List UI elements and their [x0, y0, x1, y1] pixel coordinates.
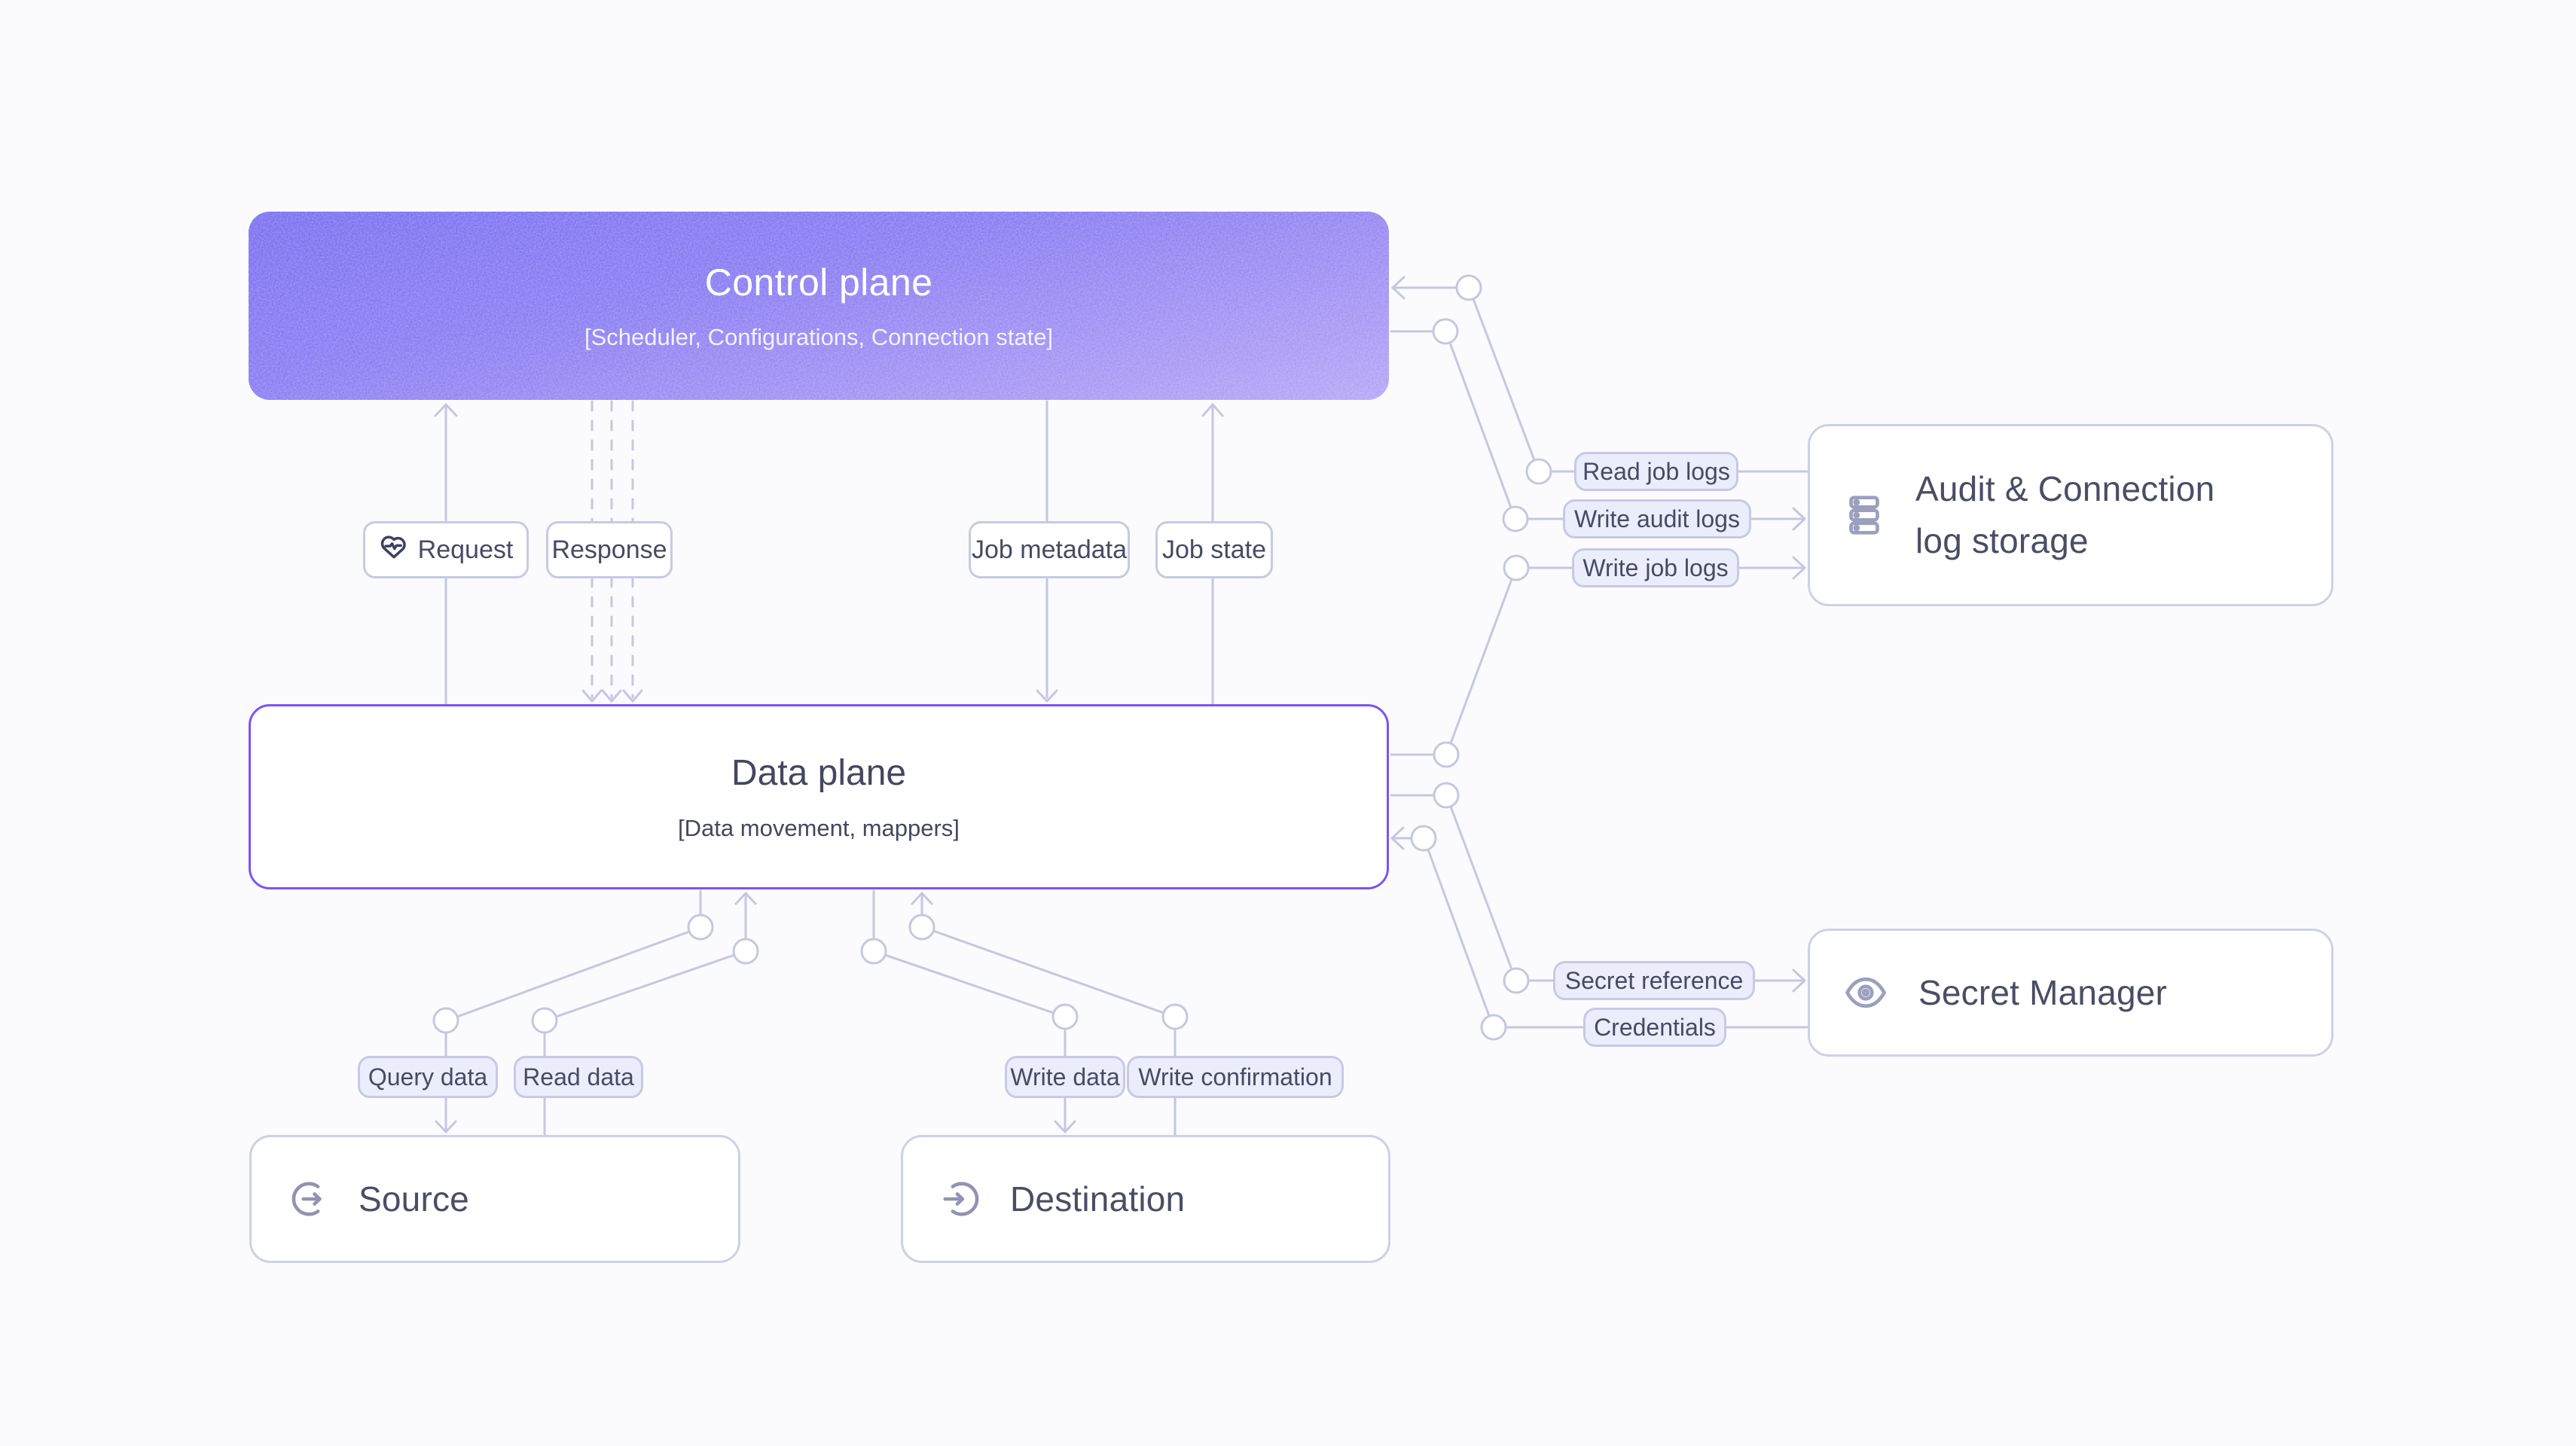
destination-node: Destination	[901, 1135, 1390, 1263]
source-export-icon	[288, 1177, 331, 1221]
edge-label-text: Response	[551, 535, 667, 564]
control-plane-subtitle: [Scheduler, Configurations, Connection s…	[584, 324, 1054, 350]
connector-write-confirmation	[911, 892, 1177, 1136]
secret-manager-title: Secret Manager	[1918, 973, 2168, 1012]
database-stack-icon	[1843, 492, 1885, 538]
source-node: Source	[249, 1135, 740, 1263]
data-plane-node: Data plane [Data movement, mappers]	[249, 704, 1389, 889]
connector-response	[591, 400, 634, 699]
edge-label-response: Response	[546, 521, 673, 578]
edge-label-text: Job state	[1162, 535, 1266, 564]
edge-label-text: Secret reference	[1564, 966, 1744, 994]
data-plane-title: Data plane	[731, 752, 907, 793]
secret-manager-node: Secret Manager	[1808, 929, 2333, 1057]
audit-log-storage-title: Audit & Connection log storage	[1915, 469, 2215, 560]
edge-label-write-confirmation: Write confirmation	[1127, 1056, 1344, 1098]
heart-pulse-icon	[379, 532, 409, 569]
edge-label-write-job-logs: Write job logs	[1572, 548, 1739, 587]
edge-label-write-data: Write data	[1005, 1056, 1125, 1098]
edge-label-read-job-logs: Read job logs	[1574, 452, 1738, 491]
edge-label-text: Credentials	[1594, 1013, 1716, 1041]
edge-label-text: Write data	[1010, 1063, 1120, 1091]
source-title: Source	[359, 1179, 469, 1219]
audit-log-storage-node: Audit & Connection log storage	[1808, 424, 2333, 606]
edge-label-query-data: Query data	[358, 1056, 498, 1098]
connector-read-data	[543, 892, 757, 1136]
edge-label-job-state: Job state	[1155, 521, 1273, 578]
edge-label-secret-reference: Secret reference	[1553, 961, 1755, 1000]
edge-label-request: Request	[363, 521, 529, 578]
edge-label-text: Read data	[523, 1063, 634, 1091]
junction-dots	[432, 274, 1552, 1041]
noise-texture	[249, 212, 1389, 400]
edge-label-credentials: Credentials	[1583, 1008, 1726, 1047]
destination-title: Destination	[1010, 1179, 1186, 1219]
edge-label-text: Query data	[368, 1063, 488, 1091]
edge-label-text: Write confirmation	[1138, 1063, 1332, 1091]
control-plane-title: Control plane	[704, 261, 933, 304]
edge-label-job-metadata: Job metadata	[969, 521, 1130, 578]
edge-label-text: Job metadata	[971, 535, 1128, 564]
destination-import-icon	[939, 1177, 983, 1221]
edge-label-write-audit-logs: Write audit logs	[1563, 499, 1751, 538]
edge-label-text: Write job logs	[1583, 554, 1729, 581]
eye-icon	[1843, 970, 1888, 1015]
control-plane-node: Control plane [Scheduler, Configurations…	[249, 212, 1389, 400]
data-plane-subtitle: [Data movement, mappers]	[678, 814, 960, 841]
edge-label-read-data: Read data	[514, 1056, 643, 1098]
connector-response-arrows	[581, 689, 643, 703]
connector-read-job-logs	[1391, 276, 1809, 473]
edge-label-text: Write audit logs	[1574, 505, 1740, 532]
edge-label-text: Read job logs	[1583, 457, 1730, 485]
edge-label-text: Request	[417, 535, 514, 564]
